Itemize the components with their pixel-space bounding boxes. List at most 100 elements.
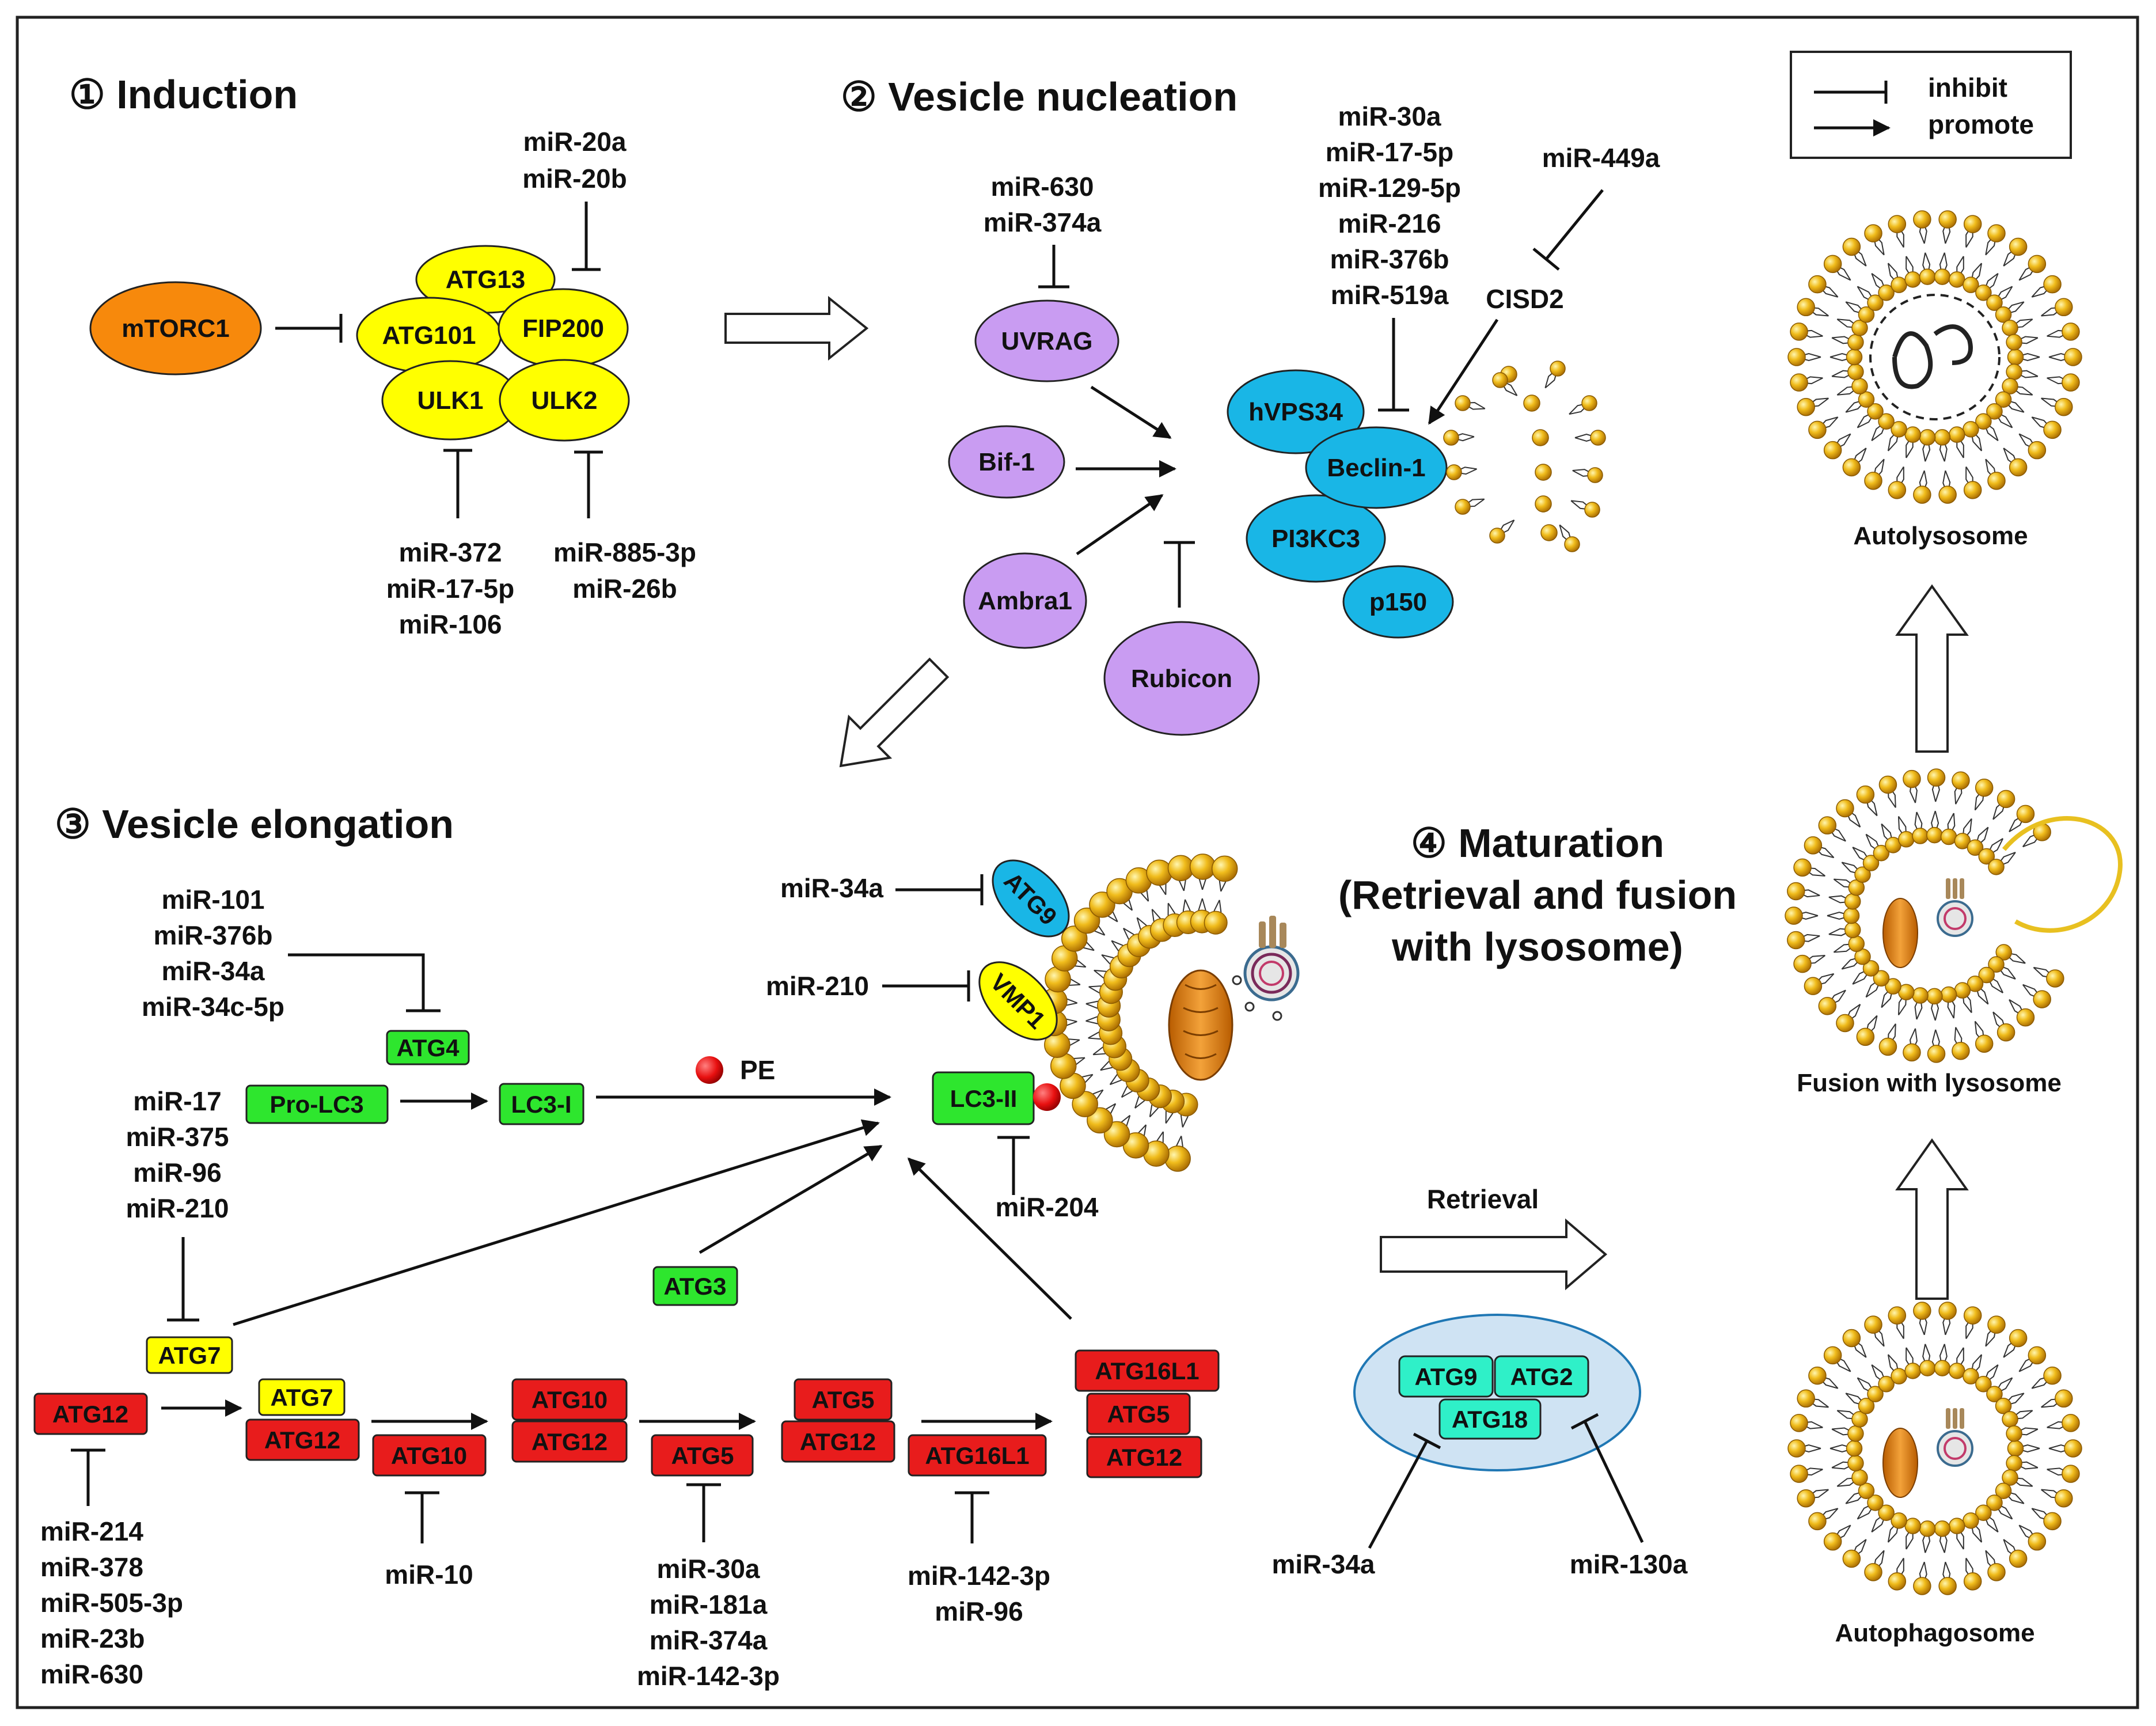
autolysosome-inner-lipid: [1919, 429, 1936, 462]
autophagosome-inner-lipid: [1986, 1494, 2013, 1520]
autolysosome-inner-lipid-head: [2006, 363, 2022, 380]
autophagosome-outer-lipid: [1823, 1346, 1851, 1372]
fusion-outer-lipid: [2009, 805, 2035, 833]
mir-519a: miR-519a: [1331, 280, 1449, 310]
autophagosome-outer-lipid-head: [1842, 1329, 1861, 1348]
autolysosome-outer-lipid: [1842, 447, 1867, 477]
autolysosome-inner-lipid: [1934, 252, 1951, 285]
arrow-induction-to-nucleation: [724, 295, 869, 361]
fusion-inner-lipid: [1940, 813, 1957, 845]
ambra1-label: Ambra1: [978, 587, 1072, 615]
autolysosome-inner-lipid-head: [1858, 306, 1875, 323]
fusion-inner-lipid-head: [1843, 907, 1860, 924]
autophagosome-inner-lipid-head: [1995, 1398, 2012, 1414]
autophagosome-outer-lipid-head: [1938, 1577, 1957, 1595]
autolysosome-inner-lipid: [1975, 413, 1999, 442]
autophagosome-outer-lipid: [2003, 1539, 2028, 1568]
autolysosome-outer-lipid: [1985, 458, 2006, 490]
autophagosome-inner-lipid-head: [2006, 1455, 2022, 1471]
autophagosome-outer-lipid: [1938, 1302, 1957, 1336]
autophagosome-inner-lipid: [2006, 1455, 2039, 1471]
fusion-inner-lipid: [1841, 862, 1871, 883]
autophagosome-inner-lipid-head: [1949, 1363, 1965, 1379]
autolysosome-inner-lipid: [1963, 421, 1983, 452]
atg10-label: ATG10: [391, 1442, 467, 1469]
autolysosome-inner-lipid-head: [1891, 421, 1907, 438]
atg7-complex-label: ATG7: [271, 1384, 333, 1411]
autolysosome-inner-lipid: [1995, 301, 2025, 323]
autophagosome-inner-lipid: [1934, 1520, 1951, 1553]
autophagosome-inner-lipid: [2002, 1410, 2033, 1428]
autolysosome-outer-lipid: [2047, 373, 2080, 392]
fusion-outer-lipid-head: [1996, 1023, 2015, 1042]
legend-inhibit: inhibit: [1928, 73, 2007, 103]
fusion-inner-lipid-head: [1978, 848, 1995, 865]
autolysosome-inner-lipid: [1857, 286, 1884, 311]
autophagosome-inner-lipid: [1963, 1512, 1983, 1543]
autophagosome-inner-lipid: [1887, 1512, 1907, 1543]
fusion-outer-lipid-head: [1836, 1014, 1854, 1033]
autophagosome-inner-lipid-head: [1963, 1368, 1979, 1384]
autophagosome-outer-lipid: [1938, 1561, 1957, 1595]
autophagosome-outer-lipid-head: [1797, 1489, 1815, 1508]
autolysosome-outer-lipid-head: [2009, 458, 2028, 477]
autolysosome-outer-lipid: [1913, 470, 1931, 504]
autolysosome-outer-lipid-head: [1913, 485, 1931, 504]
fusion-outer-lipid: [1927, 768, 1946, 802]
autophagosome-inner-lipid: [1857, 1377, 1884, 1402]
fusion-inner-lipid: [1954, 818, 1972, 849]
autophagosome-outer-lipid-head: [1808, 1512, 1827, 1531]
aggregate-ring-middle: [1251, 953, 1292, 994]
fusion-inner-lipid: [1940, 986, 1957, 1019]
fusion-outer-lipid: [1903, 1028, 1921, 1062]
fusion-inner-lipid: [1978, 966, 2004, 993]
autolysosome-outer-lipid: [1823, 433, 1851, 460]
mat-mir-right-line: [1583, 1420, 1644, 1543]
autophagosome-aggregate-icon: [1937, 1408, 1973, 1467]
fusion-inner-lipid-head: [1978, 966, 1995, 984]
fusion-inner-lipid: [1827, 907, 1860, 924]
atg7-label: ATG7: [158, 1342, 221, 1369]
fusion-outer-lipid: [1785, 906, 1819, 925]
autolysosome-outer-lipid-head: [2055, 298, 2073, 317]
autophagosome-inner-lipid: [1975, 1504, 1999, 1533]
atg12-atg10-label: ATG12: [532, 1428, 608, 1455]
autophagosome-outer-lipid: [2031, 1508, 2062, 1531]
autophagosome-outer-lipid-head: [2055, 1389, 2073, 1408]
fusion-inner-lipid: [1926, 810, 1943, 844]
atg16l1-box: [908, 1434, 1047, 1477]
mir-34a-atg4: miR-34a: [162, 956, 265, 986]
autolysosome-outer-lipid: [2048, 348, 2082, 366]
fusion-outer-lipid-head: [1804, 836, 1823, 855]
autolysosome-outer-lipid-head: [2055, 397, 2073, 416]
autolysosome-inner-lipid: [1949, 256, 1965, 288]
autolysosome-outer-lipid-head: [1790, 323, 1808, 341]
autolysosome-inner-lipid-head: [1858, 391, 1875, 408]
fusion-outer-lipid-head: [1903, 769, 1921, 788]
autophagosome-inner-lipid-head: [1904, 1363, 1921, 1379]
autophagosome-inner-lipid-head: [2007, 1440, 2024, 1457]
fusion-outer-lipid: [1878, 1023, 1897, 1056]
atg5-final-box: [1086, 1393, 1191, 1435]
autolysosome-inner-lipid-head: [1934, 268, 1951, 285]
atg7-complex-box: [258, 1378, 346, 1416]
fusion-inner-lipid: [1954, 982, 1972, 1014]
autophagosome-outer-lipid: [1864, 1550, 1885, 1581]
fusion-outer-lipid-head: [1856, 1027, 1875, 1046]
mir-372: miR-372: [399, 537, 502, 567]
autolysosome-inner-lipid: [1831, 363, 1864, 380]
pe-label: PE: [740, 1055, 775, 1085]
atg3-to-lc3ii-arrow: [699, 1144, 883, 1254]
mir-101: miR-101: [162, 885, 265, 915]
nuc-lipid-head: [1550, 361, 1566, 377]
autolysosome-inner-lipid-head: [1986, 294, 2003, 311]
legend: inhibit promote: [1790, 51, 2072, 159]
autolysosome-outer-lipid-head: [2028, 441, 2047, 460]
atg7-box: [146, 1336, 233, 1374]
fusion-outer-lipid: [1804, 836, 1835, 859]
autophagosome-icon: [1787, 1302, 2082, 1595]
fusion-inner-lipid-head: [1912, 828, 1929, 844]
autolysosome-outer-lipid-head: [1864, 224, 1882, 242]
autophagosome-inner-lipid: [1845, 1482, 1875, 1504]
autolysosome-outer-lipid: [1790, 323, 1823, 341]
